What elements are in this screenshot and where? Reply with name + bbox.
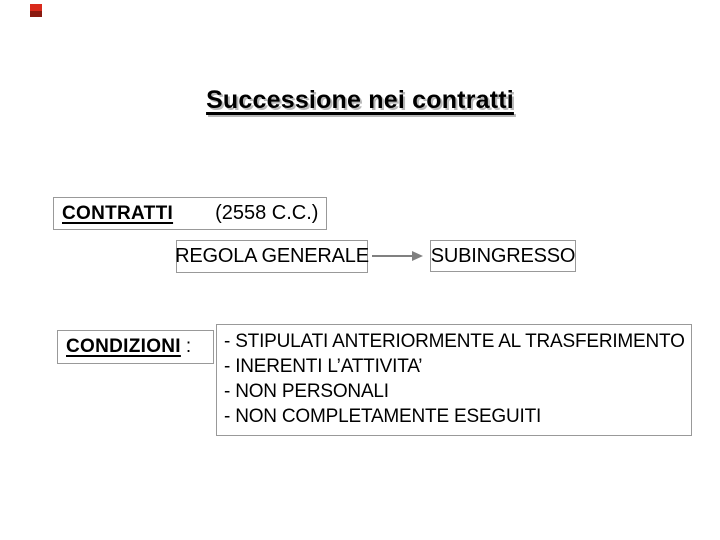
right-arrow-icon: [372, 251, 423, 261]
contratti-box: CONTRATTI (2558 C.C.): [53, 197, 327, 230]
civil-code-reference: (2558 C.C.): [215, 202, 319, 224]
condizioni-box: CONDIZIONI :: [57, 330, 214, 364]
conditions-list-box: - STIPULATI ANTERIORMENTE AL TRASFERIMEN…: [216, 324, 692, 436]
regola-generale-label: REGOLA GENERALE: [175, 245, 369, 267]
contratti-label: CONTRATTI: [62, 202, 174, 224]
red-corner-mark: [30, 4, 42, 17]
regola-generale-box: REGOLA GENERALE: [175, 240, 369, 273]
page-title: Successione nei contratti: [206, 86, 514, 114]
condition-item: - NON COMPLETAMENTE ESEGUITI: [224, 406, 542, 427]
subingresso-box: SUBINGRESSO: [430, 240, 576, 272]
condition-item: - STIPULATI ANTERIORMENTE AL TRASFERIMEN…: [224, 331, 685, 352]
condition-item: - NON PERSONALI: [224, 381, 389, 402]
condizioni-colon: :: [185, 336, 192, 357]
subingresso-label: SUBINGRESSO: [430, 244, 576, 267]
condizioni-label: CONDIZIONI: [66, 336, 181, 357]
condition-item: - INERENTI L’ATTIVITA’: [224, 356, 423, 377]
